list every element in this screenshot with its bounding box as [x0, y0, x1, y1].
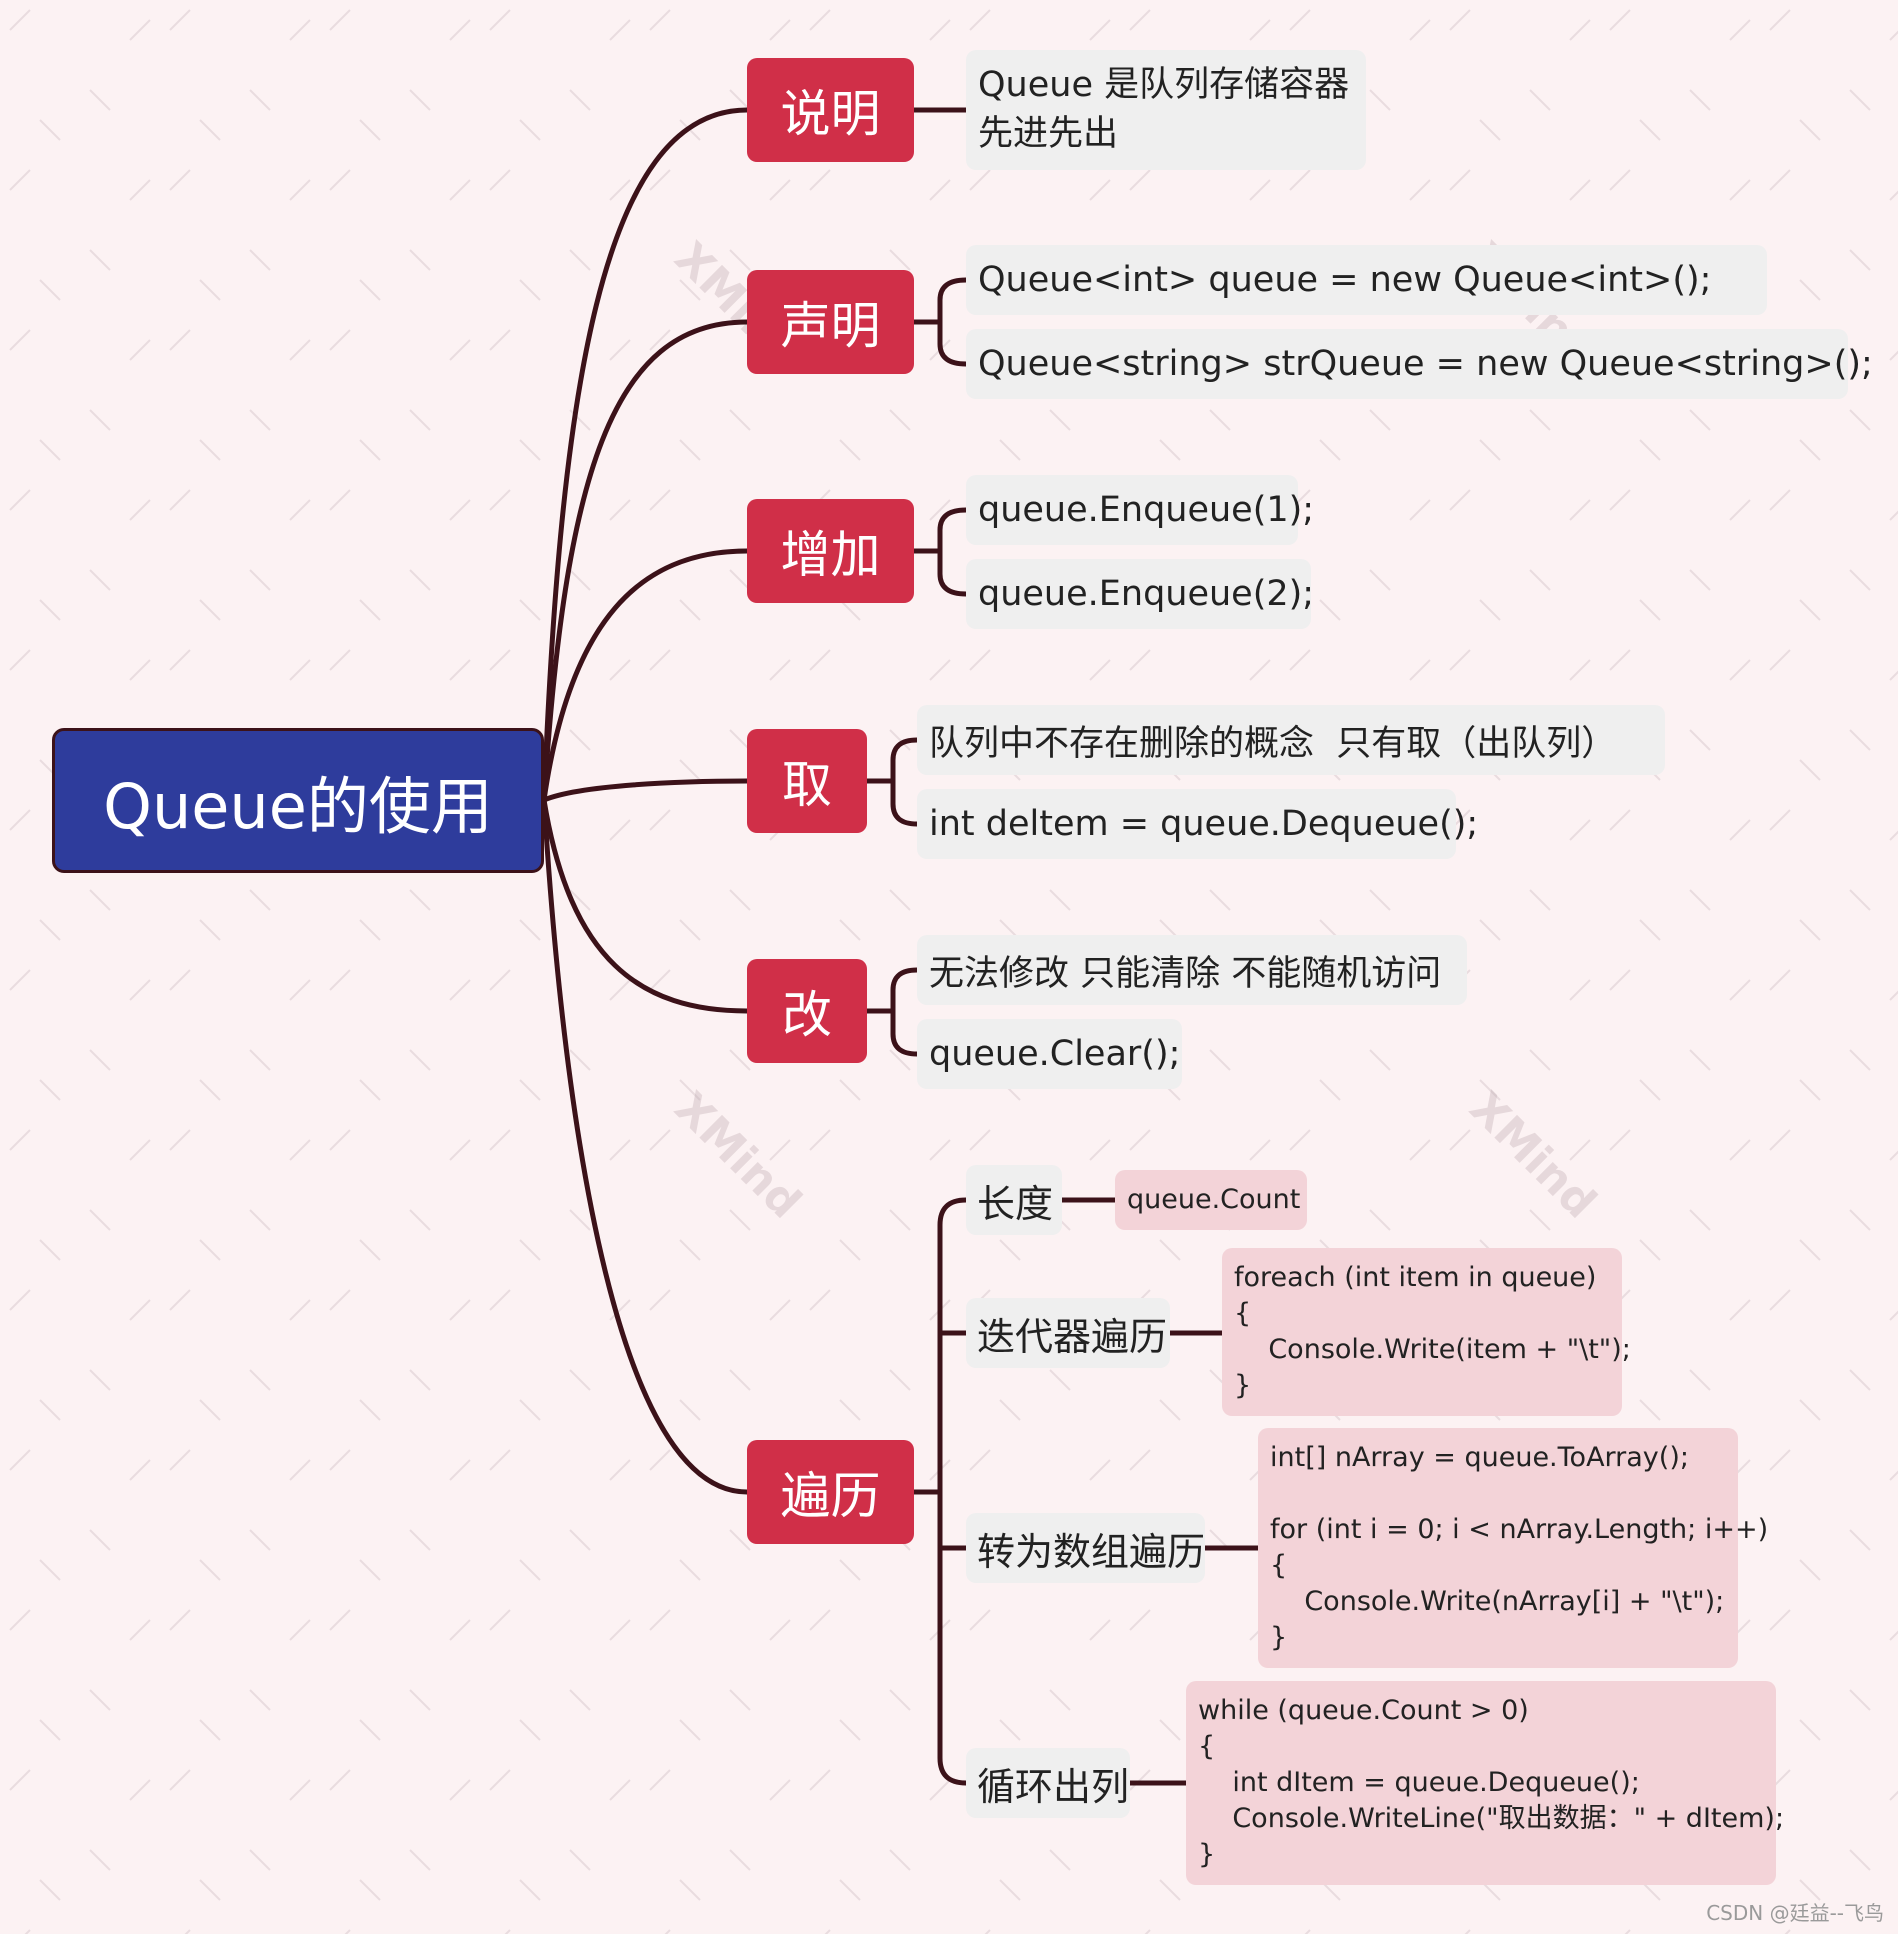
code-line — [1270, 1476, 1726, 1512]
leaf-shuoming-desc[interactable]: Queue 是队列存储容器 先进先出 — [966, 50, 1366, 170]
credit-text: CSDN @廷益--飞鸟 — [1706, 1901, 1884, 1925]
code-line: { — [1234, 1298, 1252, 1329]
leaf-enqueue-2[interactable]: queue.Enqueue(2); — [966, 559, 1315, 629]
code-line: { — [1198, 1731, 1216, 1762]
code-line: int dItem = queue.Dequeue(); — [1198, 1767, 1640, 1798]
code-line: { — [1270, 1550, 1288, 1581]
code-length[interactable]: queue.Count — [1115, 1170, 1307, 1230]
branch-shengming[interactable]: 声明 — [747, 270, 914, 374]
branch-gai[interactable]: 改 — [747, 959, 867, 1063]
code-line: int[] nArray = queue.ToArray(); — [1270, 1442, 1689, 1473]
code-line: for (int i = 0; i < nArray.Length; i++) — [1270, 1514, 1769, 1545]
leaf-text: 队列中不存在删除的概念 只有取（出队列） — [929, 723, 1617, 764]
branch-qu[interactable]: 取 — [747, 729, 867, 833]
leaf-text: 无法修改 只能清除 不能随机访问 — [929, 953, 1442, 994]
code-line: queue.Count — [1127, 1184, 1301, 1215]
branch-zengjia[interactable]: 增加 — [747, 499, 914, 603]
leaf-text: queue.Enqueue(2); — [978, 574, 1315, 614]
root-node[interactable]: Queue的使用 — [52, 728, 544, 873]
code-loop-dequeue[interactable]: while (queue.Count > 0) { int dItem = qu… — [1186, 1681, 1785, 1885]
branch-label: 声明 — [780, 297, 881, 355]
leaf-text: Queue<string> strQueue = new Queue<strin… — [978, 344, 1873, 384]
code-line: Console.WriteLine("取出数据：" + dItem); — [1198, 1803, 1785, 1834]
branch-shuoming[interactable]: 说明 — [747, 58, 914, 162]
sub-label: 循环出列 — [977, 1764, 1130, 1809]
leaf-qu-code[interactable]: int deltem = queue.Dequeue(); — [917, 789, 1478, 859]
code-iterator[interactable]: foreach (int item in queue) { Console.Wr… — [1222, 1248, 1631, 1416]
branch-label: 取 — [782, 756, 832, 814]
sub-label: 迭代器遍历 — [977, 1314, 1168, 1359]
leaf-text: 先进先出 — [978, 114, 1119, 154]
code-line: foreach (int item in queue) — [1234, 1262, 1597, 1293]
branch-label: 增加 — [780, 526, 881, 584]
leaf-shengming-int[interactable]: Queue<int> queue = new Queue<int>(); — [966, 245, 1767, 315]
leaf-enqueue-1[interactable]: queue.Enqueue(1); — [966, 475, 1314, 545]
branch-label: 改 — [782, 986, 832, 1044]
code-line: } — [1270, 1622, 1288, 1653]
sub-length[interactable]: 长度 — [966, 1165, 1062, 1235]
code-line: } — [1234, 1370, 1252, 1401]
leaf-gai-desc[interactable]: 无法修改 只能清除 不能随机访问 — [917, 935, 1467, 1005]
sub-label: 转为数组遍历 — [977, 1529, 1206, 1574]
code-line: Console.Write(nArray[i] + "\t"); — [1270, 1586, 1725, 1617]
code-line: while (queue.Count > 0) — [1198, 1695, 1529, 1726]
code-line: } — [1198, 1839, 1216, 1870]
sub-toarray[interactable]: 转为数组遍历 — [966, 1513, 1205, 1583]
leaf-text: Queue<int> queue = new Queue<int>(); — [978, 260, 1712, 300]
leaf-shengming-string[interactable]: Queue<string> strQueue = new Queue<strin… — [966, 329, 1873, 399]
sub-label: 长度 — [977, 1181, 1054, 1226]
leaf-gai-code[interactable]: queue.Clear(); — [917, 1019, 1182, 1089]
code-line: Console.Write(item + "\t"); — [1234, 1334, 1631, 1365]
sub-iterator[interactable]: 迭代器遍历 — [966, 1298, 1170, 1368]
leaf-text: queue.Enqueue(1); — [978, 490, 1315, 530]
code-toarray[interactable]: int[] nArray = queue.ToArray(); for (int… — [1258, 1428, 1769, 1668]
sub-loop-dequeue[interactable]: 循环出列 — [966, 1748, 1130, 1818]
leaf-text: queue.Clear(); — [929, 1034, 1181, 1074]
branch-label: 遍历 — [780, 1467, 881, 1525]
leaf-qu-desc[interactable]: 队列中不存在删除的概念 只有取（出队列） — [917, 705, 1665, 775]
leaf-text: int deltem = queue.Dequeue(); — [929, 804, 1479, 844]
leaf-text: Queue 是队列存储容器 — [978, 65, 1350, 105]
root-label: Queue的使用 — [103, 769, 493, 843]
branch-label: 说明 — [780, 85, 881, 143]
branch-bianli[interactable]: 遍历 — [747, 1440, 914, 1544]
